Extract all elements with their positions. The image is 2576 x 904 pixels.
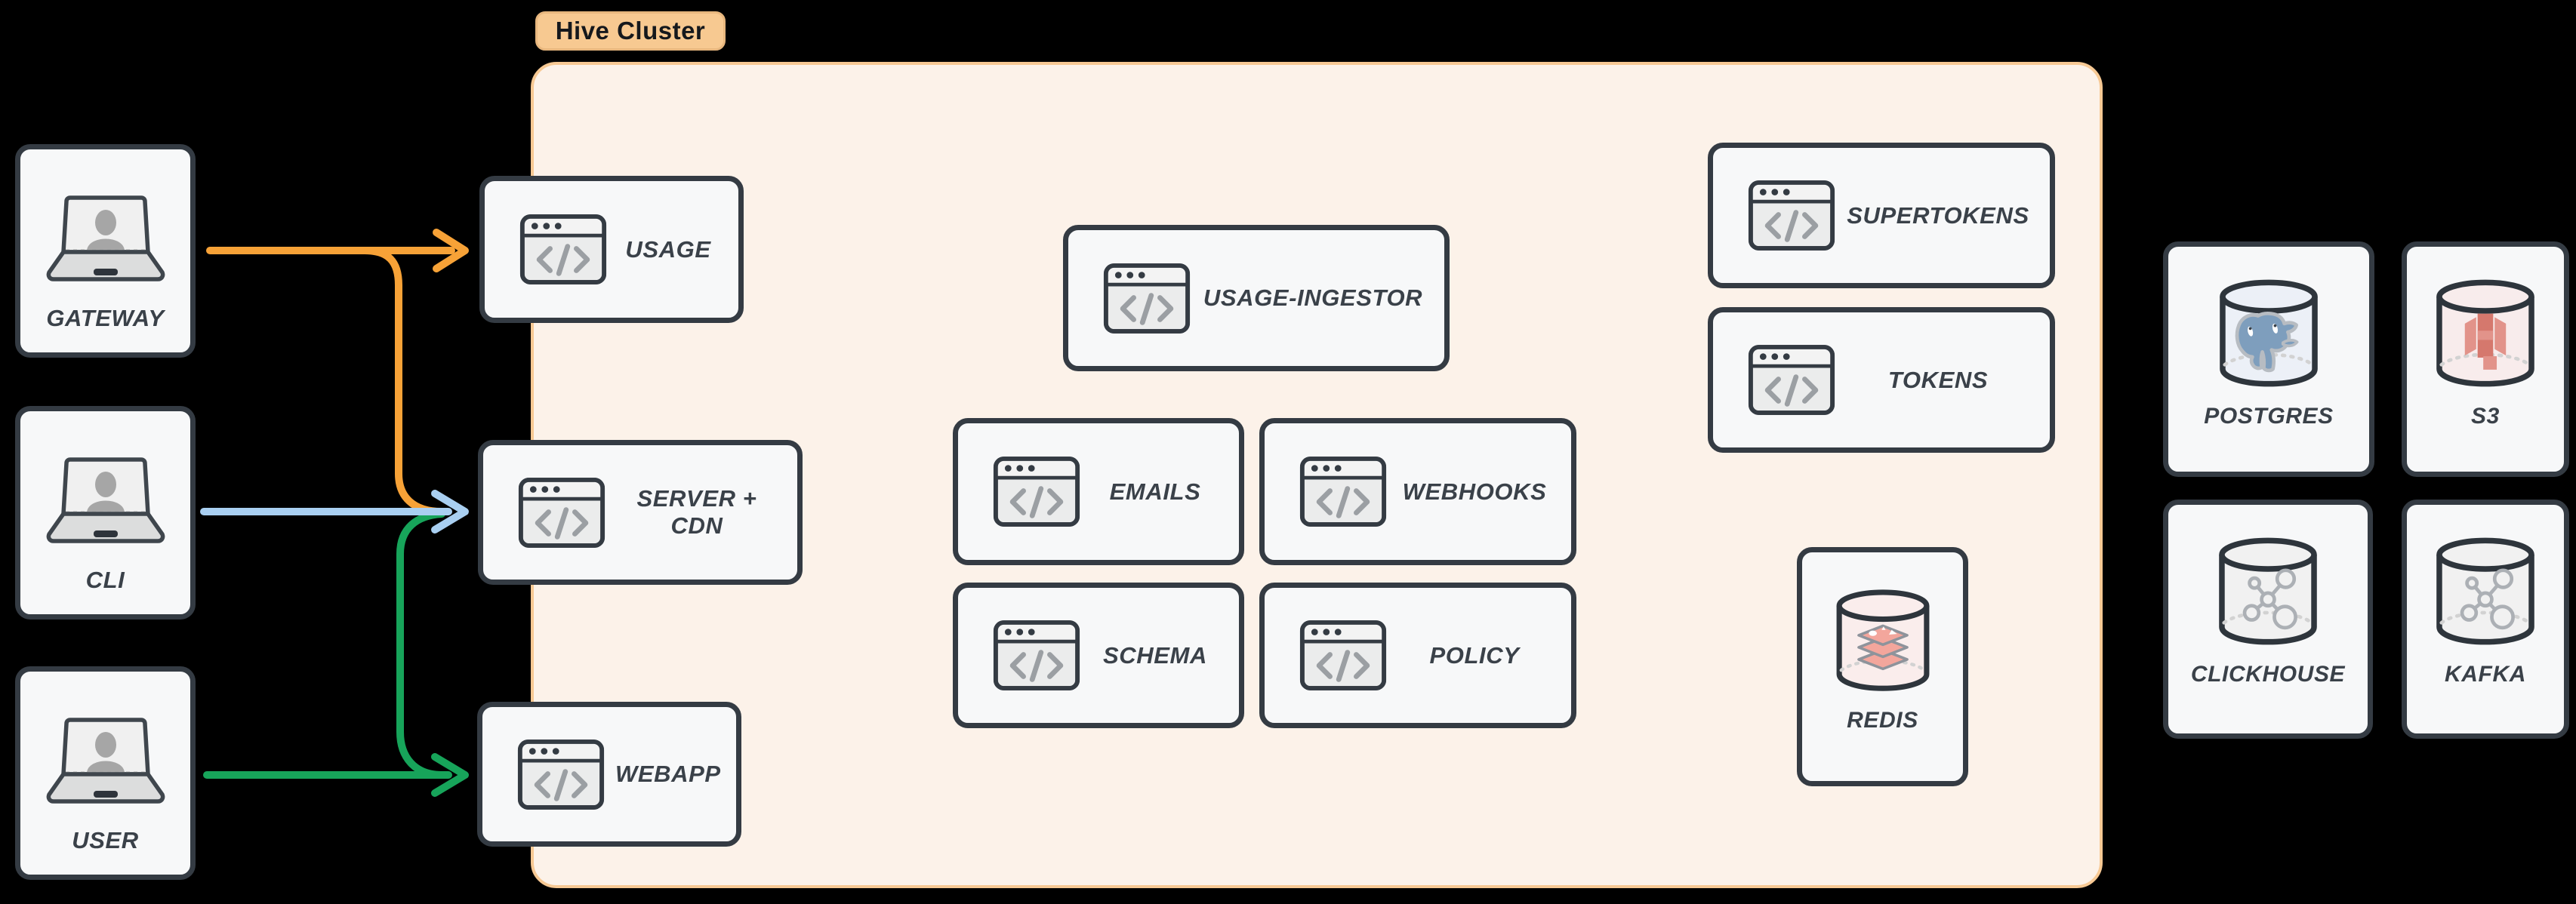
code-window-icon — [993, 456, 1080, 527]
node-kafka-label: KAFKA — [2445, 662, 2526, 687]
node-cli: CLI — [15, 406, 196, 620]
node-usage-label: USAGE — [625, 235, 711, 263]
code-window-icon — [993, 620, 1080, 691]
node-s3-label: S3 — [2471, 404, 2500, 429]
node-server-cdn-label: SERVER + CDN — [636, 485, 757, 539]
code-window-icon — [1299, 620, 1387, 691]
node-server-cdn: SERVER + CDN — [478, 440, 803, 585]
hive-cluster-badge-label: Hive Cluster — [555, 17, 706, 45]
code-window-icon — [1103, 263, 1191, 334]
node-clickhouse: CLICKHOUSE — [2163, 500, 2373, 739]
node-tokens-label: TOKENS — [1887, 366, 1989, 393]
redis-db-icon — [1832, 586, 1934, 696]
code-window-icon — [1299, 456, 1387, 527]
edge-cli-blue — [200, 490, 469, 533]
node-webhooks-label: WEBHOOKS — [1402, 478, 1547, 505]
node-user: USER — [15, 666, 196, 880]
s3-db-icon — [2432, 275, 2539, 392]
node-user-label: USER — [72, 827, 139, 853]
node-supertokens: SUPERTOKENS — [1708, 143, 2055, 288]
node-schema-label: SCHEMA — [1103, 641, 1207, 669]
edge-green — [203, 510, 469, 797]
code-window-icon — [518, 477, 605, 549]
node-supertokens-label: SUPERTOKENS — [1847, 201, 2029, 229]
code-window-icon — [519, 214, 607, 285]
node-webapp-label: WEBAPP — [615, 761, 721, 787]
node-s3: S3 — [2402, 241, 2569, 477]
hive-cluster-badge: Hive Cluster — [535, 11, 726, 51]
node-usage: USAGE — [479, 176, 744, 323]
laptop-user-icon — [45, 717, 166, 806]
node-policy-label: POLICY — [1429, 641, 1520, 669]
node-clickhouse-label: CLICKHOUSE — [2190, 662, 2346, 687]
code-window-icon — [517, 739, 605, 810]
laptop-user-icon — [45, 457, 166, 546]
edge-gateway-orange — [206, 229, 469, 515]
clickhouse-db-icon — [2214, 533, 2322, 650]
node-usage-ingestor-label: USAGE-INGESTOR — [1203, 284, 1423, 311]
code-window-icon — [1748, 344, 1835, 416]
node-postgres-label: POSTGRES — [2204, 404, 2334, 429]
node-redis: REDIS — [1797, 547, 1968, 786]
kafka-db-icon — [2432, 533, 2539, 650]
node-usage-ingestor: USAGE-INGESTOR — [1063, 225, 1450, 371]
node-emails: EMAILS — [953, 418, 1244, 565]
node-gateway-label: GATEWAY — [46, 305, 165, 331]
node-gateway: GATEWAY — [15, 144, 196, 358]
node-cli-label: CLI — [85, 567, 125, 593]
node-webapp: WEBAPP — [477, 702, 741, 847]
node-kafka: KAFKA — [2402, 500, 2569, 739]
node-redis-label: REDIS — [1847, 708, 1918, 733]
postgres-db-icon — [2215, 275, 2322, 392]
node-policy: POLICY — [1259, 583, 1576, 728]
laptop-user-icon — [45, 195, 166, 284]
node-postgres: POSTGRES — [2163, 241, 2374, 477]
node-schema: SCHEMA — [953, 583, 1244, 728]
node-webhooks: WEBHOOKS — [1259, 418, 1576, 565]
node-emails-label: EMAILS — [1109, 478, 1201, 505]
code-window-icon — [1748, 180, 1835, 251]
node-tokens: TOKENS — [1708, 307, 2055, 453]
